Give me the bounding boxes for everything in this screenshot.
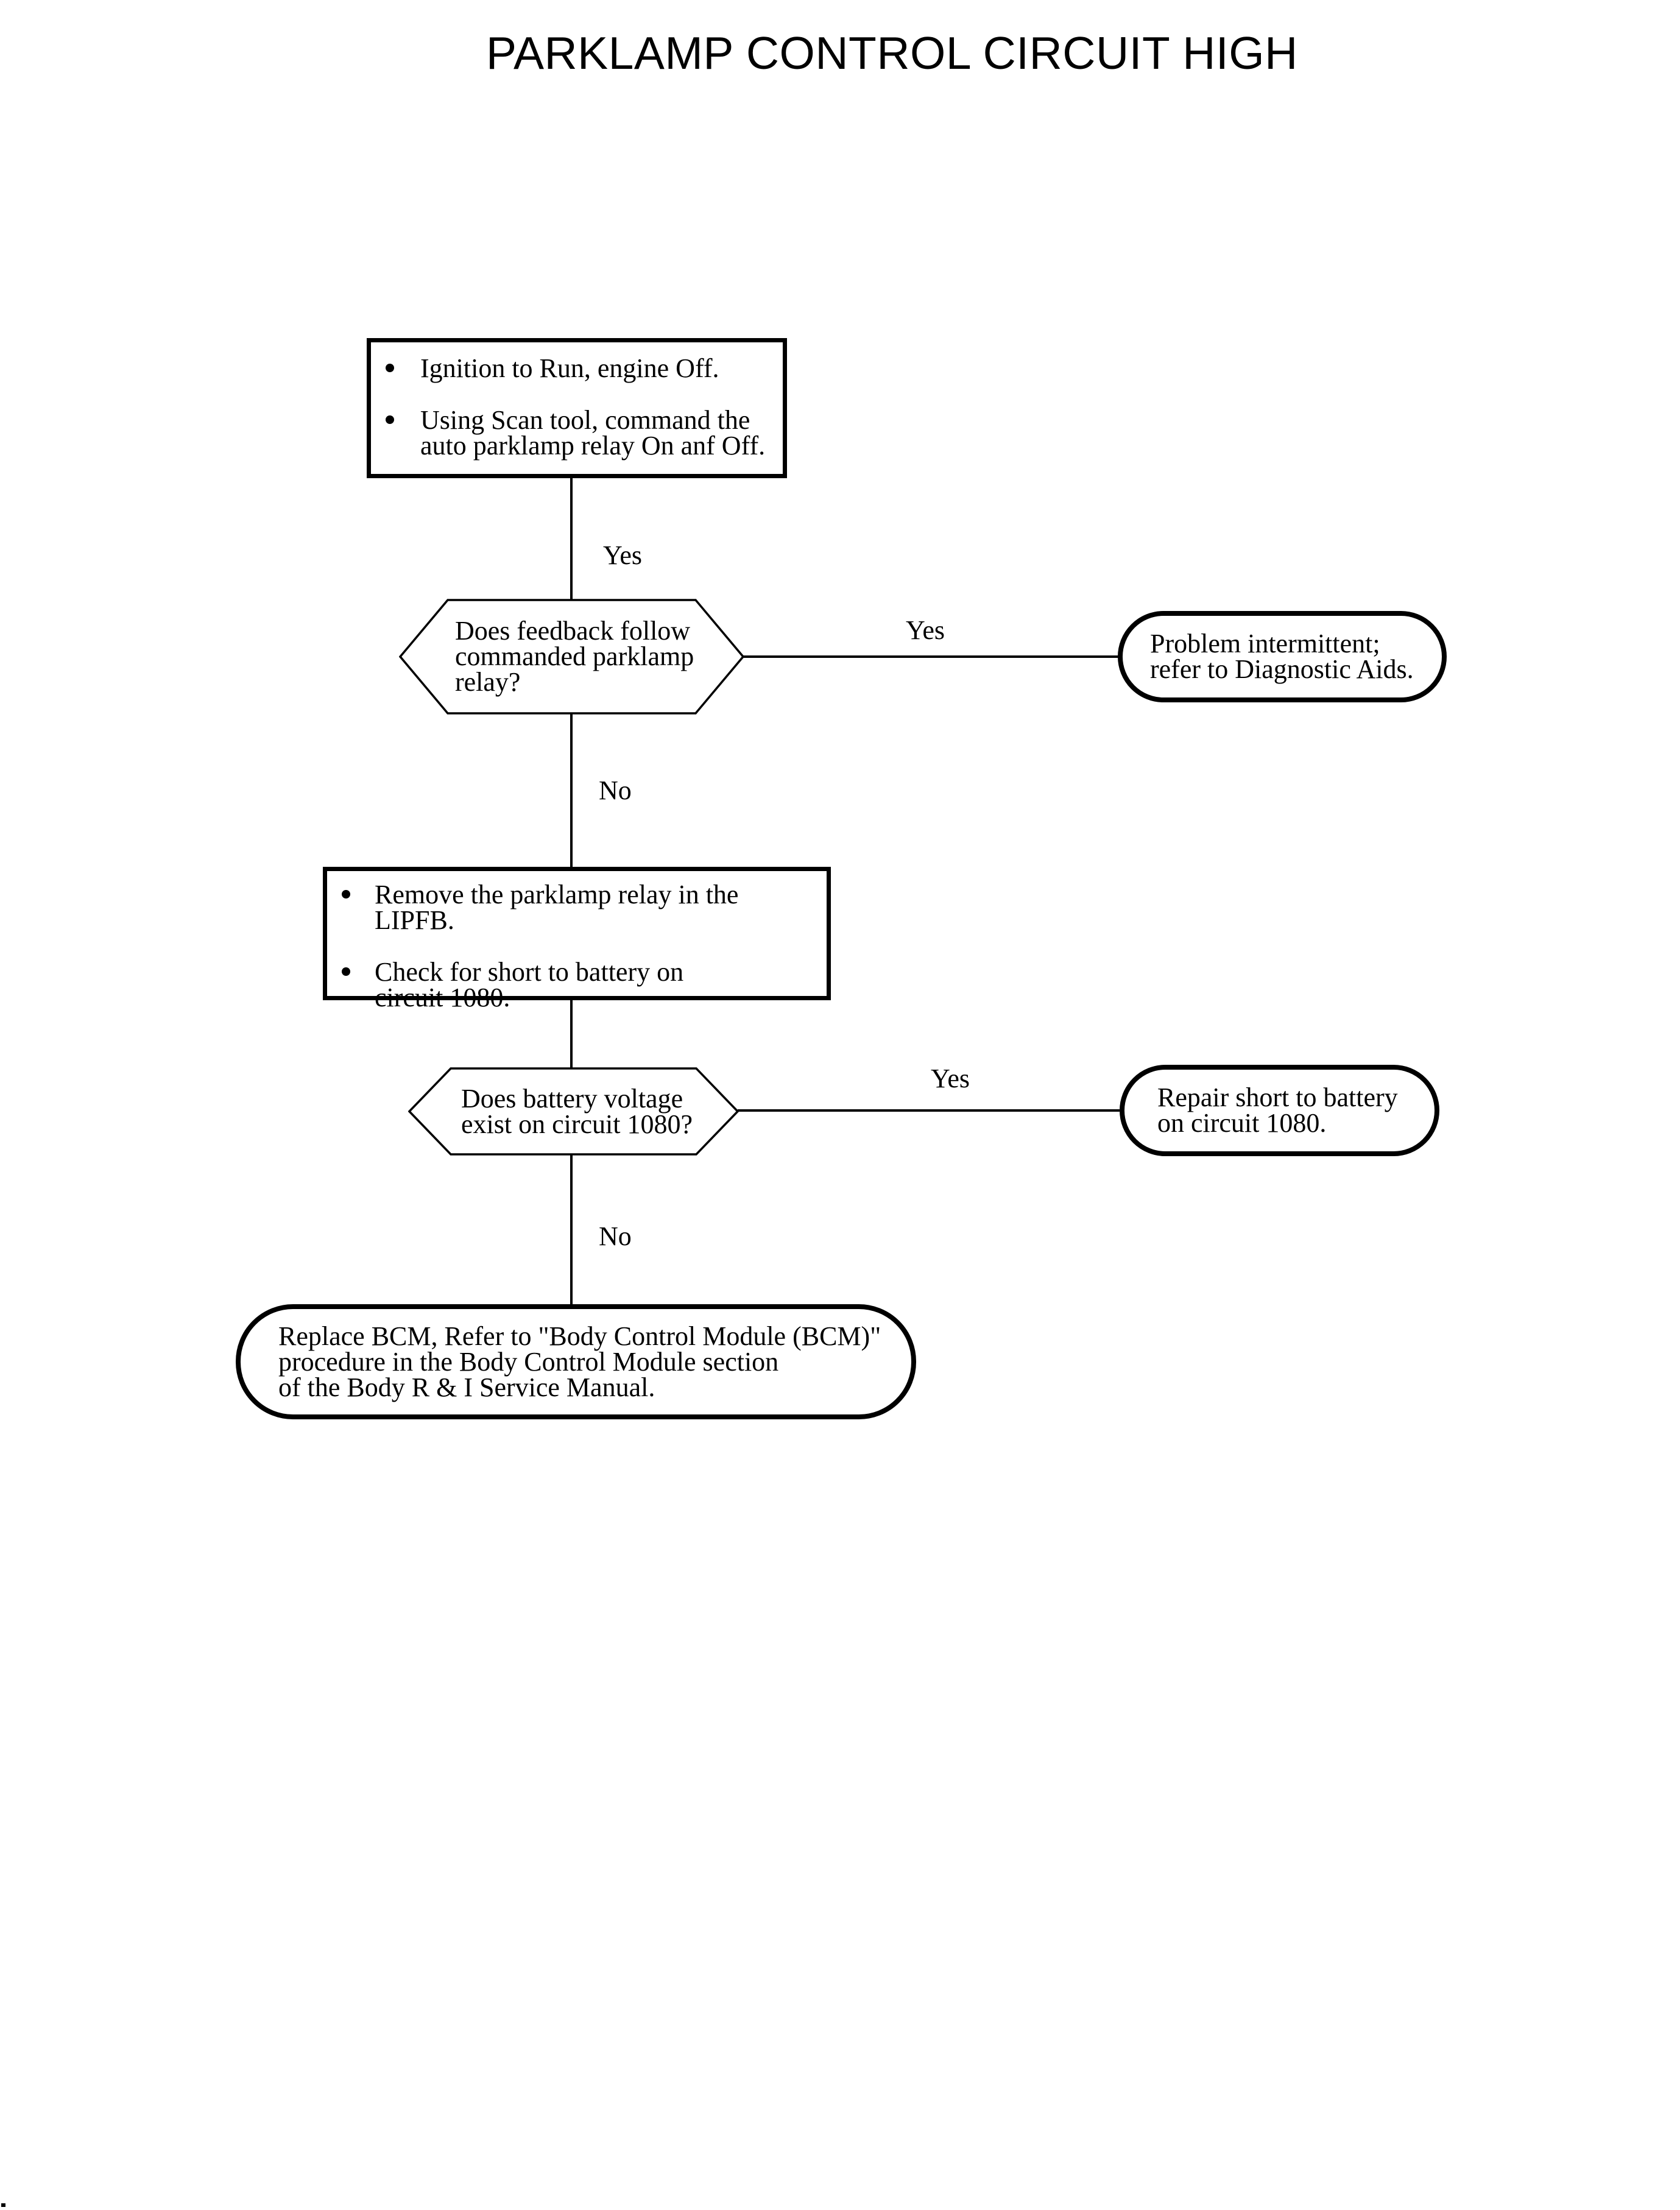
step1-bullet-1: Ignition to Run, engine Off. [386,353,773,383]
decision2-yes-label: Yes [931,1064,970,1093]
decision2-no-label: No [599,1221,632,1251]
decision1-question: Does feedback follow commanded parklamp … [455,616,694,697]
connector-decision2-yes [738,1109,1120,1112]
decision1-yes-label: Yes [906,615,945,645]
bullet-icon [386,415,394,424]
decision1-no-label: No [599,775,632,805]
result2-pill: Repair short to battery on circuit 1080. [1120,1065,1439,1156]
decision2-hexagon: Does battery voltage exist on circuit 10… [408,1067,739,1156]
bullet-icon [386,364,394,372]
decision2-question: Does battery voltage exist on circuit 10… [461,1083,693,1139]
step1-bullet-1-text: Ignition to Run, engine Off. [420,353,719,383]
connector-decision2-no [570,1154,573,1305]
step2-bullet-1-text: Remove the parklamp relay in the LIPFB. [375,880,739,935]
result1-pill: Problem intermittent; refer to Diagnosti… [1118,611,1447,702]
connector-decision1-yes [743,655,1121,658]
step1-box: Ignition to Run, engine Off. Using Scan … [367,338,787,478]
step2-bullet-2: Check for short to battery on circuit 10… [342,959,817,1011]
result1-text: Problem intermittent; refer to Diagnosti… [1150,629,1414,684]
decision1-hexagon: Does feedback follow commanded parklamp … [399,599,744,715]
bullet-icon [342,967,350,976]
result2-text: Repair short to battery on circuit 1080. [1157,1082,1398,1138]
step2-box: Remove the parklamp relay in the LIPFB. … [323,867,831,1011]
entry-yes-label: Yes [603,540,643,570]
page-title: PARKLAMP CONTROL CIRCUIT HIGH [486,27,1298,79]
bullet-icon [342,890,350,898]
connector-step1-decision1 [570,478,573,600]
connector-step2-decision2 [570,999,573,1068]
result3-pill: Replace BCM, Refer to "Body Control Modu… [236,1304,916,1419]
step2-bullet-1: Remove the parklamp relay in the LIPFB. [342,880,817,935]
step2-bullet-2-text: Check for short to battery on circuit 10… [375,957,684,1012]
connector-decision1-no [570,713,573,868]
step1-bullet-2-text: Using Scan tool, command the auto parkla… [420,405,766,461]
scan-artifact [1,2203,5,2207]
result3-text: Replace BCM, Refer to "Body Control Modu… [278,1321,881,1402]
step1-bullet-2: Using Scan tool, command the auto parkla… [386,405,773,461]
